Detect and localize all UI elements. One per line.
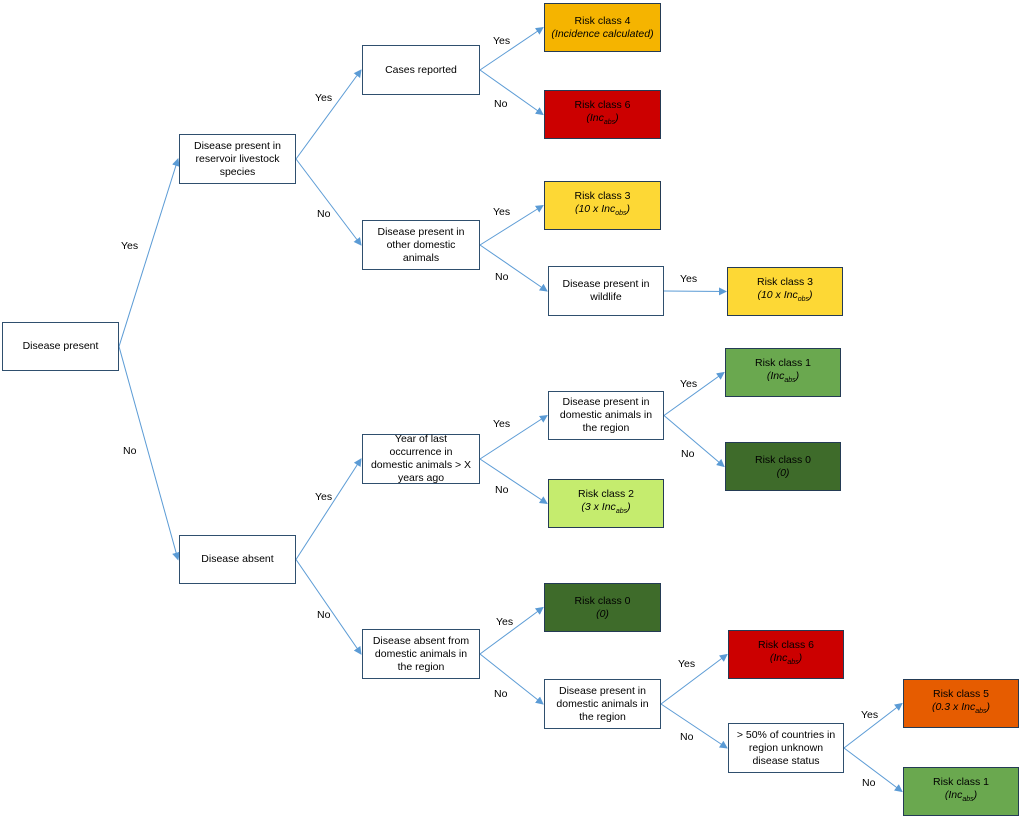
edge-label: Yes [493, 35, 511, 47]
result-formula: (Incabs) [769, 652, 803, 667]
result-risk-class-2: Risk class 2 (3 x Incabs) [548, 479, 664, 528]
node-wildlife: Disease present in wildlife [548, 266, 664, 316]
edge-reservoir_livestock-to-other_domestic [295, 158, 362, 246]
edge-other_domestic-to-wildlife [479, 244, 548, 292]
result-label: Risk class 0 [574, 594, 631, 607]
result-formula: (Incabs) [766, 370, 800, 385]
node-label: Disease present in wildlife [562, 278, 650, 303]
result-label: Risk class 1 [754, 357, 811, 370]
node-reservoir-livestock: Disease present in reservoir livestock s… [179, 134, 296, 184]
edge-disease_absent-to-year_last [295, 458, 362, 560]
edge-over50-to-risk1_b [843, 747, 903, 793]
node-label: Year of last occurrence in domestic anim… [370, 433, 472, 484]
edge-year_last-to-risk2 [479, 458, 548, 505]
node-disease-present: Disease present [2, 322, 119, 371]
result-risk-class-5: Risk class 5 (0.3 x Incabs) [903, 679, 1019, 728]
edge-label: No [317, 609, 331, 621]
edge-absent_region-to-present_region_b [479, 653, 544, 705]
result-formula: (Incidence calculated) [551, 27, 654, 40]
node-present-in-region-a: Disease present in domestic animals in t… [548, 391, 664, 440]
result-formula: (0) [596, 607, 609, 620]
edge-label: Yes [493, 418, 511, 430]
node-cases-reported: Cases reported [362, 45, 480, 95]
edge-label: No [494, 98, 508, 110]
edge-label: No [317, 208, 331, 220]
result-risk-class-3-a: Risk class 3 (10 x Incobs) [544, 181, 661, 230]
edge-present_region_a-to-risk1_a [663, 371, 725, 416]
result-label: Risk class 5 [932, 688, 989, 701]
node-label: Disease absent from domestic animals in … [372, 634, 470, 673]
edge-label: No [681, 448, 695, 460]
node-label: Disease present in other domestic animal… [377, 225, 465, 264]
edge-label: Yes [121, 240, 139, 252]
result-risk-class-0-b: Risk class 0 (0) [544, 583, 661, 632]
edge-wildlife-to-risk3_b [663, 287, 727, 296]
node-label: Disease present [22, 340, 99, 352]
node-disease-absent: Disease absent [179, 535, 296, 584]
edge-present_region_b-to-over50 [660, 703, 728, 749]
result-label: Risk class 3 [574, 190, 631, 203]
node-over-50-percent-unknown: > 50% of countries in region unknown dis… [728, 723, 844, 773]
edge-label: Yes [861, 709, 879, 721]
result-risk-class-4: Risk class 4 (Incidence calculated) [544, 3, 661, 52]
node-absent-from-region: Disease absent from domestic animals in … [362, 629, 480, 679]
result-formula: (Incabs) [586, 112, 619, 127]
result-formula: (10 x Incobs) [574, 203, 631, 218]
node-other-domestic: Disease present in other domestic animal… [362, 220, 480, 270]
edge-label: No [680, 731, 694, 743]
result-risk-class-6-b: Risk class 6 (Incabs) [728, 630, 844, 679]
edge-disease_present-to-reservoir_livestock [118, 158, 180, 347]
edge-year_last-to-present_region_a [479, 414, 548, 460]
result-formula: (Incabs) [944, 789, 978, 804]
node-label: > 50% of countries in region unknown dis… [736, 728, 836, 767]
result-risk-class-3-b: Risk class 3 (10 x Incobs) [727, 267, 843, 316]
edge-label: Yes [496, 616, 514, 628]
edge-label: Yes [315, 491, 333, 503]
result-label: Risk class 1 [932, 776, 989, 789]
edge-label: Yes [493, 206, 511, 218]
edge-cases_reported-to-risk4_top [479, 26, 544, 71]
result-risk-class-0-a: Risk class 0 (0) [725, 442, 841, 491]
edge-label: Yes [315, 92, 333, 104]
result-label: Risk class 0 [754, 453, 811, 466]
result-formula: (0) [776, 466, 790, 479]
edge-cases_reported-to-risk6_top [479, 69, 544, 116]
node-year-last-occurrence: Year of last occurrence in domestic anim… [362, 433, 480, 484]
node-label: Disease present in domestic animals in t… [556, 684, 649, 723]
node-label: Disease present in domestic animals in t… [559, 396, 653, 434]
edge-absent_region-to-risk0_b [479, 606, 544, 655]
result-label: Risk class 3 [756, 276, 813, 289]
edge-label: No [495, 484, 509, 496]
edge-label: No [123, 445, 137, 457]
edge-label: No [862, 777, 876, 789]
result-risk-class-6-top: Risk class 6 (Incabs) [544, 90, 661, 139]
result-risk-class-1-b: Risk class 1 (Incabs) [903, 767, 1019, 816]
result-label: Risk class 2 [577, 488, 634, 501]
node-label: Disease present in reservoir livestock s… [194, 139, 281, 178]
edge-over50-to-risk5 [843, 702, 903, 749]
result-formula: (0.3 x Incabs) [932, 701, 990, 716]
node-label: Disease absent [201, 553, 274, 565]
node-present-in-region-b: Disease present in domestic animals in t… [544, 679, 661, 729]
edge-label: Yes [678, 658, 696, 670]
edge-label: Yes [680, 273, 698, 285]
edge-label: No [494, 688, 508, 700]
edge-disease_absent-to-absent_region [295, 559, 362, 655]
result-label: Risk class 6 [574, 99, 631, 112]
result-risk-class-1-a: Risk class 1 (Incabs) [725, 348, 841, 397]
result-label: Risk class 6 [757, 639, 814, 652]
edge-label: Yes [680, 378, 698, 390]
edge-present_region_a-to-risk0_a [663, 415, 725, 468]
edge-label: No [495, 271, 509, 283]
result-formula: (10 x Incobs) [757, 289, 813, 304]
result-formula: (3 x Incabs) [581, 501, 631, 516]
edge-disease_present-to-disease_absent [118, 346, 180, 561]
edge-other_domestic-to-risk3_a [479, 204, 544, 246]
result-label: Risk class 4 [574, 14, 631, 27]
edge-present_region_b-to-risk6_b [660, 653, 728, 705]
node-label: Cases reported [385, 63, 457, 76]
edge-reservoir_livestock-to-cases_reported [295, 69, 362, 160]
